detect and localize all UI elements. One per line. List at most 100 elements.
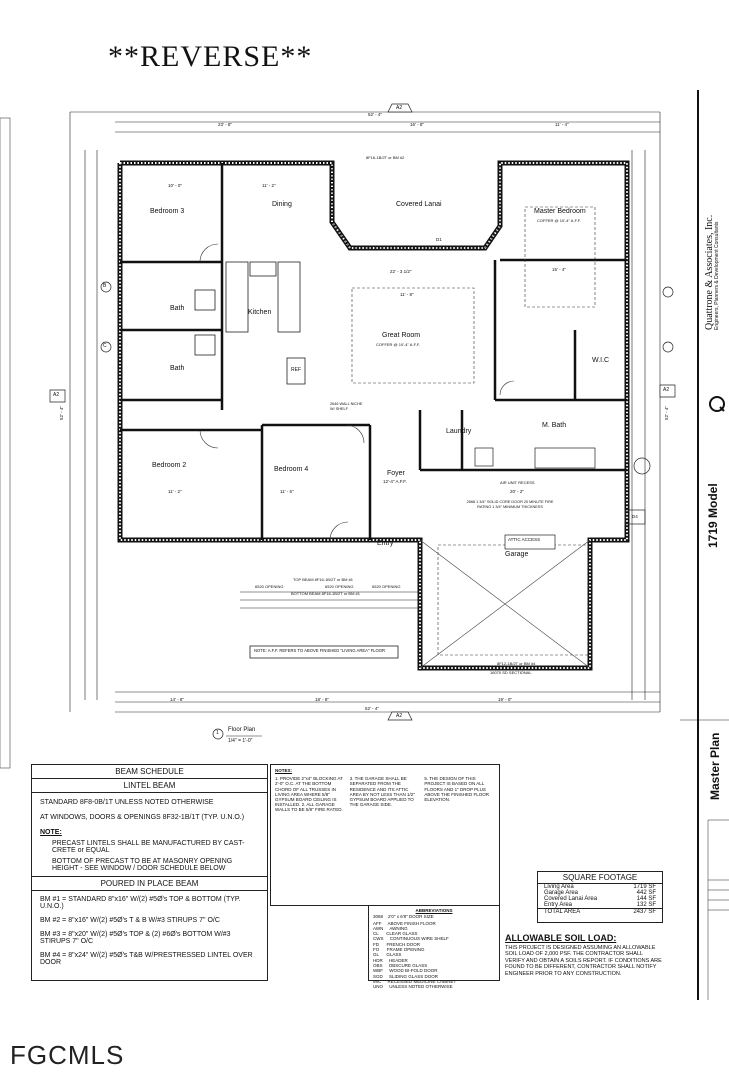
sqft-value: 132 SF — [636, 902, 656, 908]
soil-load-title: ALLOWABLE SOIL LOAD: — [505, 933, 617, 943]
tag-d4: D4 — [632, 514, 638, 519]
dim-lanai-width: 22' - 3 1/2" — [390, 269, 412, 274]
sqft-row: Entry Area 132 SF — [538, 902, 662, 908]
floor-plan-scale: 1/4" = 1'-0" — [228, 738, 253, 744]
room-great-room-label: Great Room — [382, 332, 421, 339]
beam-schedule: BEAM SCHEDULE LINTEL BEAM STANDARD 8F8-0… — [31, 764, 268, 981]
tag-a2-bottom: A2 — [396, 713, 403, 719]
room-dining-label: Dining — [272, 201, 292, 208]
soil-load-box: ALLOWABLE SOIL LOAD: THIS PROJECT IS DES… — [505, 933, 663, 987]
sqft-value: 2437 SF — [633, 909, 656, 915]
dim-bedroom3-width: 10' - 0" — [168, 183, 182, 188]
dim-bottom-left: 14' - 8" — [170, 697, 184, 702]
reverse-title: **REVERSE** — [108, 40, 313, 73]
square-footage-title: SQUARE FOOTAGE — [538, 872, 662, 884]
dim-bottom-mid: 18' - 8" — [315, 697, 329, 702]
abbreviation-item: FD FRENCH DOOR — [373, 941, 420, 947]
notes-col-3: 5. THE DESIGN OF THIS PROJECT IS BASED O… — [424, 776, 490, 803]
dim-garage-width: 20' - 2" — [510, 489, 524, 494]
abbreviation-item: SGD SLIDING GLASS DOOR — [373, 973, 439, 979]
company-subtitle: Engineers, Planners & Development Consul… — [714, 221, 720, 330]
mls-watermark: FGCMLS — [10, 1040, 125, 1070]
dim-top-overall: 52' - 4" — [368, 112, 382, 117]
abbreviation-item: MIC RECESSED MEDICINE CABINET — [373, 978, 457, 984]
floor-plan-label: Floor Plan — [228, 727, 256, 733]
room-master-bedroom-label: Master Bedroom — [534, 208, 586, 215]
model-name: 1719 Model — [706, 483, 720, 548]
room-laundry-label: Laundry — [446, 428, 472, 435]
sqft-value: 442 SF — [636, 890, 656, 896]
tag-d1: D1 — [436, 237, 442, 242]
dim-bed2-width: 11' - 2" — [168, 489, 182, 494]
title-block-frame — [680, 90, 729, 1000]
abbreviation-item: WBF WOOD BI-FOLD DOOR — [373, 968, 438, 974]
beam-note-1: PRECAST LINTELS SHALL BE MANUFACTURED BY… — [52, 840, 245, 854]
sqft-label: Garage Area — [544, 890, 579, 896]
dim-top-mid: 16' - 8" — [410, 122, 424, 127]
great-room-coffer-note: COFFER @ 10'-4" A.F.F. — [376, 342, 420, 347]
room-foyer-label: Foyer — [387, 470, 405, 477]
dim-top-right: 11' - 4" — [555, 122, 569, 127]
beam-schedule-title: BEAM SCHEDULE — [32, 765, 267, 779]
beam-note-title: NOTE: — [40, 829, 62, 836]
abbreviation-item: GL GLASS — [373, 952, 402, 958]
room-bedroom4-label: Bedroom 4 — [274, 466, 309, 473]
tag-a2-top: A2 — [396, 105, 403, 111]
beam-windows: AT WINDOWS, DOORS & OPENINGS 8F32-1B/1T … — [40, 814, 245, 821]
room-garage-label: Garage — [505, 551, 529, 558]
abbreviation-item: UNO UNLESS NOTED OTHERWISE — [373, 984, 453, 990]
aff-note-box: NOTE: A.F.F. REFERS TO ABOVE FINISHED "L… — [254, 648, 386, 653]
sqft-row: Covered Lanai Area 144 SF — [538, 896, 662, 902]
beam-note-2: BOTTOM OF PRECAST TO BE AT MASONRY OPENI… — [52, 858, 233, 872]
sqft-value: 1719 SF — [633, 884, 656, 890]
beam-bottom-label-2: BOTTOM BEAM 8F16-1B/2T or BM #1 — [291, 591, 360, 596]
abbreviation-item: AWN AWNING — [373, 925, 408, 931]
sqft-label: Living Area — [544, 884, 574, 890]
notes-title: NOTES: — [275, 768, 293, 773]
abbreviation-item: FO FRAME OPENING — [373, 947, 425, 953]
square-footage-table: SQUARE FOOTAGE Living Area 1719 SF Garage… — [537, 871, 663, 923]
abbreviation-item: HDR HEADER — [373, 957, 408, 963]
opening-1-label: 6520 OPENING — [255, 584, 284, 589]
abbreviations-title: ABBREVIATIONS — [415, 908, 453, 913]
sqft-label: Entry Area — [544, 902, 573, 908]
garage-beam-label: 8F12-1B/2T or BM #4 — [497, 661, 536, 666]
room-bath2-label: Bath — [170, 365, 185, 372]
lintel-beam-header: LINTEL BEAM — [32, 779, 267, 793]
beam-bm3: BM #3 = 8"x20" W/(2) #5Ø's TOP & (2) #6Ø… — [40, 931, 231, 945]
general-notes: NOTES: 1. PROVIDE 2"x4" BLOCKING AT 2'-0… — [270, 764, 500, 906]
sqft-row: Living Area 1719 SF — [538, 884, 662, 890]
beam-top-label: 8F16-1B/2T or BM #2 — [366, 155, 405, 160]
dim-master-width: 15' - 4" — [552, 267, 566, 272]
plan-name: Master Plan — [708, 732, 722, 800]
poured-beam-header: POURED IN PLACE BEAM — [32, 876, 267, 891]
dim-top-left: 23' - 8" — [218, 122, 232, 127]
beam-bm4: BM #4 = 8"x24" W/(2) #5Ø's T&B W/PRESTRE… — [40, 952, 253, 966]
room-entry-label: Entry — [377, 540, 394, 547]
dim-bottom-right: 19' - 0" — [498, 697, 512, 702]
beam-bottom-label: TOP BEAM 8F16-1B/2T or BM #1 — [293, 577, 354, 582]
sqft-label: Covered Lanai Area — [544, 896, 598, 902]
tag-a2-left: A2 — [53, 392, 60, 398]
room-lanai-label: Covered Lanai — [396, 201, 442, 208]
company-logo-icon — [708, 395, 726, 413]
sqft-row: Garage Area 442 SF — [538, 890, 662, 896]
room-master-bath-label: M. Bath — [542, 422, 567, 429]
wall-niche-label: 2646 WALL NICHE W/ SHELF — [330, 402, 363, 411]
abbreviation-item: OBS OBSCURE GLASS — [373, 962, 428, 968]
sqft-value: 144 SF — [636, 896, 656, 902]
tag-c: C — [103, 343, 107, 349]
beam-bm1: BM #1 = STANDARD 8"x16" W/(2) #5Ø's TOP … — [40, 896, 241, 910]
abbreviation-item: 3068 2'0" x 6'8" DOOR SIZE — [373, 914, 434, 920]
dim-great-width: 11' - 8" — [400, 292, 414, 297]
opening-2-label: 6520 OPENING — [325, 584, 354, 589]
abbreviation-item: CL CLEAR GLASS — [373, 931, 418, 937]
floor-plan-number: 1 — [216, 730, 219, 736]
beam-bm2: BM #2 = 8"x16" W/(2) #5Ø's T & B W/#3 ST… — [40, 917, 220, 924]
tag-a2-right: A2 — [663, 387, 670, 393]
notes-col-1: 1. PROVIDE 2"x4" BLOCKING AT 2'-0" O.C. … — [275, 776, 343, 813]
room-wic-label: W.I.C — [592, 357, 610, 364]
room-bedroom3-label: Bedroom 3 — [150, 208, 185, 215]
master-coffer-note: COFFER @ 10'-4" A.F.F. — [537, 218, 581, 223]
